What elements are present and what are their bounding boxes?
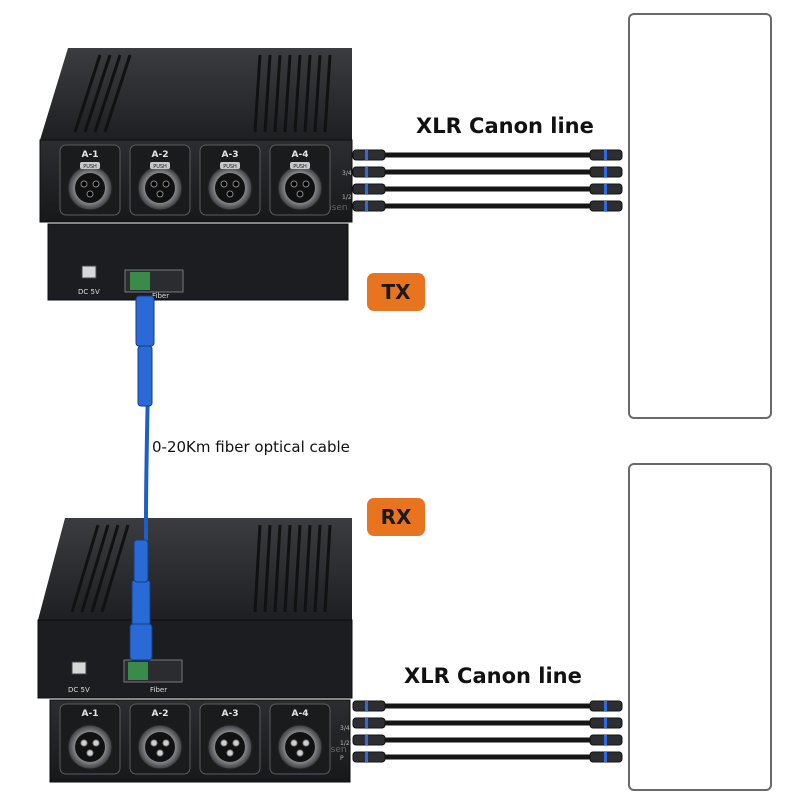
xlr-port-3: A-3 [199, 703, 261, 775]
rx-led-label-3: P [340, 755, 344, 762]
xlr-port-label: A-3 [222, 150, 239, 160]
xlr-port-label: A-2 [152, 150, 169, 160]
fiber-optical-cable [129, 295, 155, 661]
xlr-cable-label-bottom: XLR Canon line [404, 664, 582, 688]
xlr-port-1: A-1 [59, 703, 121, 775]
tx-badge: TX [367, 273, 425, 311]
push-label: PUSH [223, 164, 237, 170]
rx-led-label-2: 1/2 [340, 740, 350, 747]
rx-heatsink-fins [70, 524, 332, 613]
xlr-cable-bundle-bottom [352, 700, 623, 763]
xlr-port-label: A-3 [222, 709, 239, 719]
xlr-port-label: A-1 [82, 150, 99, 160]
tx-unit: DC 5V Fiber Konsen 3/4 1/2 A-1PUSHA-2PUS… [39, 48, 353, 301]
rx-upper-housing [37, 619, 353, 699]
rx-power-jack [71, 661, 87, 675]
push-label: PUSH [83, 164, 97, 170]
source-devices-panel [628, 13, 772, 419]
rx-power-label: DC 5V [68, 686, 90, 694]
output-devices-panel [628, 463, 772, 791]
xlr-port-2: A-2 [129, 703, 191, 775]
xlr-cable-bundle-top [352, 149, 623, 212]
fiber-cable-label: 0-20Km fiber optical cable [152, 438, 350, 456]
tx-power-label: DC 5V [78, 288, 100, 296]
xlr-port-4: A-4 [269, 703, 331, 775]
rx-fiber-label: Fiber [150, 686, 167, 694]
tx-power-jack [81, 265, 97, 279]
tx-top-face [40, 48, 352, 140]
push-label: PUSH [293, 164, 307, 170]
tx-led-label-2: 1/2 [342, 194, 352, 201]
rx-badge: RX [367, 498, 425, 536]
xlr-port-label: A-2 [152, 709, 169, 719]
xlr-port-label: A-4 [292, 709, 309, 719]
rx-led-label-1: 3/4 [340, 725, 350, 732]
xlr-cable-label-top: XLR Canon line [416, 114, 594, 138]
rx-fiber-coupler [128, 662, 148, 680]
push-label: PUSH [153, 164, 167, 170]
tx-watermark: Konsen [315, 203, 348, 213]
xlr-port-label: A-4 [292, 150, 309, 160]
tx-led-label-1: 3/4 [342, 170, 352, 177]
tx-heatsink-fins [73, 54, 332, 133]
xlr-port-label: A-1 [82, 709, 99, 719]
rx-unit: DC 5V Fiber Konsen 3/4 1/2 P A-1A-2A-3A-… [37, 518, 353, 783]
tx-lower-housing [47, 223, 349, 301]
rx-top-face [38, 518, 352, 620]
tx-fiber-coupler [130, 272, 150, 290]
tx-fiber-label: Fiber [152, 292, 169, 300]
